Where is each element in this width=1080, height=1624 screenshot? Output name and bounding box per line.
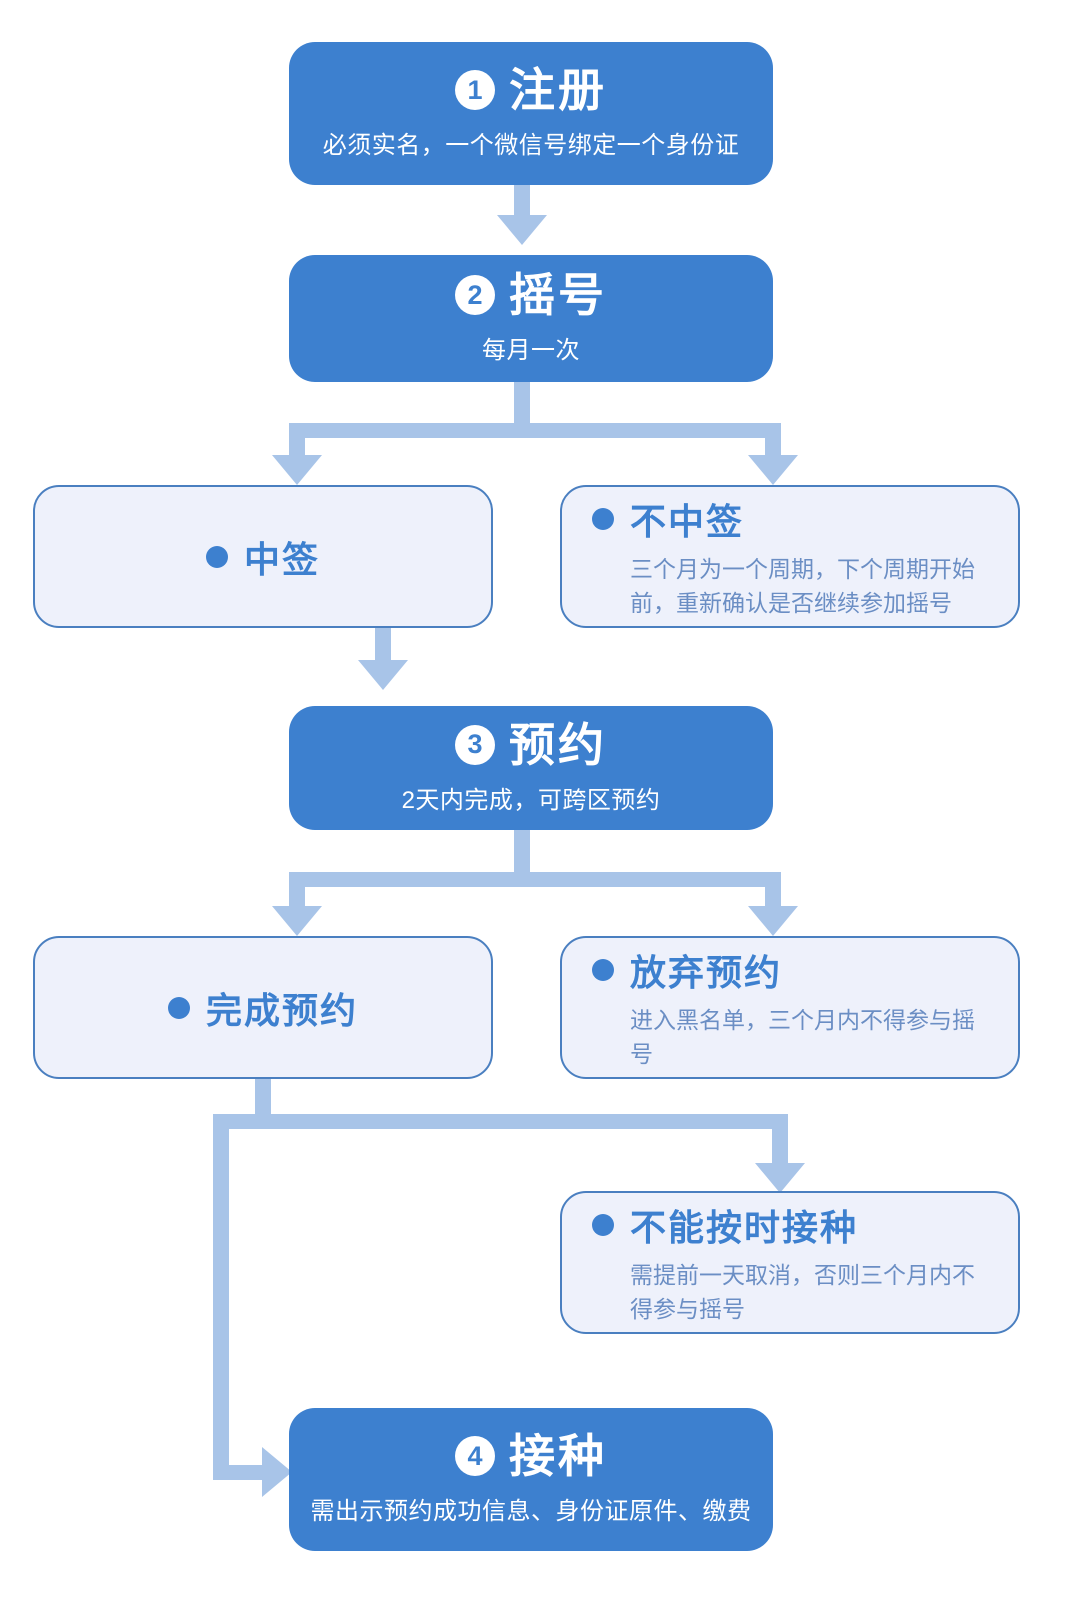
outcome-2-headline: 不中签 (592, 493, 988, 545)
step-box-appointment[interactable]: 3 预约 2天内完成，可跨区预约 (289, 706, 773, 830)
step-2-heading: 2 摇号 (455, 272, 607, 318)
connector-done-stem (255, 1079, 271, 1114)
connector-done-to-step4-vertical (213, 1114, 229, 1480)
connector-done-to-late-arrow (755, 1163, 805, 1193)
bullet-icon (167, 996, 190, 1019)
outcome-box-appointment-abandoned[interactable]: 放弃预约 进入黑名单，三个月内不得参与摇号 (560, 936, 1020, 1079)
connector-step3-left-drop (289, 872, 305, 914)
bullet-icon (592, 959, 614, 982)
outcome-box-missed-appointment[interactable]: 不能按时接种 需提前一天取消，否则三个月内不得参与摇号 (560, 1191, 1020, 1334)
connector-done-to-late-vertical (772, 1114, 788, 1171)
connector-step3-right-drop (765, 872, 781, 914)
outcome-desc-missed: 需提前一天取消，否则三个月内不得参与摇号 (630, 1262, 975, 1322)
connector-step2-split-stem (514, 382, 530, 423)
connector-step2-right-drop (765, 423, 781, 465)
connector-step3-to-cancel-arrow (748, 906, 798, 936)
outcome-desc-lost: 三个月为一个周期，下个周期开始前，重新确认是否继续参加摇号 (630, 556, 975, 616)
outcome-3-headline: 完成预约 (167, 982, 358, 1034)
step-title-2: 摇号 (509, 269, 607, 321)
step-desc-4: 需出示预约成功信息、身份证原件、缴费 (310, 1498, 752, 1525)
step-desc-1: 必须实名，一个微信号绑定一个身份证 (322, 132, 740, 159)
connector-done-bar (213, 1114, 788, 1129)
step-desc-2: 每月一次 (482, 337, 580, 364)
step-box-register[interactable]: 1 注册 必须实名，一个微信号绑定一个身份证 (289, 42, 773, 185)
connector-step3-split-stem (514, 830, 530, 872)
outcome-title-lost: 不中签 (630, 501, 745, 543)
step-title-3: 预约 (509, 718, 607, 771)
bullet-icon (592, 508, 614, 531)
step-3-heading: 3 预约 (455, 722, 607, 768)
connector-won-to-step3-arrow (358, 660, 408, 690)
step-title-4: 接种 (509, 1430, 607, 1482)
connector-step2-left-drop (289, 423, 305, 465)
outcome-title-done: 完成预约 (205, 989, 358, 1031)
connector-step2-to-win-arrow (272, 455, 322, 485)
outcome-box-lost-lottery[interactable]: 不中签 三个月为一个周期，下个周期开始前，重新确认是否继续参加摇号 (560, 485, 1020, 628)
connector-step2-split-bar (289, 423, 781, 438)
connector-step3-to-done-arrow (272, 906, 322, 936)
connector-step1-to-step2-arrow (497, 215, 547, 245)
bullet-icon (205, 545, 228, 568)
outcome-desc-abandoned: 进入黑名单，三个月内不得参与摇号 (630, 1007, 975, 1067)
outcome-title-won: 中签 (243, 538, 320, 580)
step-box-lottery[interactable]: 2 摇号 每月一次 (289, 255, 773, 382)
connector-step3-split-bar (289, 872, 781, 887)
step-number-badge-1: 1 (455, 70, 495, 110)
connector-done-to-step4-arrow (262, 1447, 292, 1497)
outcome-1-headline: 中签 (205, 531, 320, 583)
bullet-icon (592, 1214, 614, 1237)
step-title-1: 注册 (509, 64, 607, 116)
connector-done-to-step4-horizontal (213, 1465, 273, 1480)
outcome-box-won-lottery[interactable]: 中签 (33, 485, 493, 628)
outcome-5-headline: 不能按时接种 (592, 1199, 988, 1251)
outcome-box-appointment-done[interactable]: 完成预约 (33, 936, 493, 1079)
step-desc-3: 2天内完成，可跨区预约 (401, 786, 661, 814)
step-1-heading: 1 注册 (455, 67, 607, 113)
connector-won-to-step3-line (375, 628, 391, 668)
step-number-badge-3: 3 (455, 724, 495, 765)
outcome-title-missed: 不能按时接种 (630, 1207, 859, 1249)
step-box-vaccination[interactable]: 4 接种 需出示预约成功信息、身份证原件、缴费 (289, 1408, 773, 1551)
step-4-heading: 4 接种 (455, 1433, 607, 1479)
outcome-title-abandoned: 放弃预约 (630, 952, 783, 994)
step-number-badge-2: 2 (455, 275, 495, 315)
step-number-badge-4: 4 (455, 1436, 495, 1476)
outcome-4-headline: 放弃预约 (592, 944, 988, 996)
connector-step2-to-lose-arrow (748, 455, 798, 485)
